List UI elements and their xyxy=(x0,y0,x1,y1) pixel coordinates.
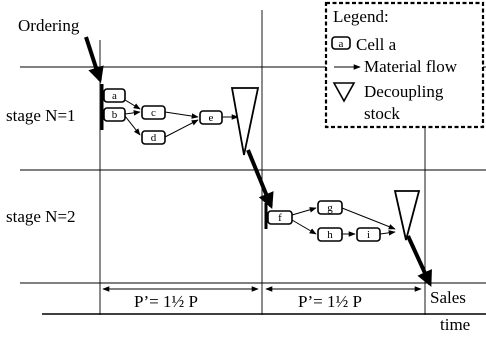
cell-h: h xyxy=(317,227,343,242)
ordering-flow-arrow xyxy=(84,36,104,84)
svg-text:c: c xyxy=(151,107,156,119)
legend-title: Legend: xyxy=(333,7,389,26)
flow-b-d xyxy=(124,115,141,136)
sales-label: Sales xyxy=(430,288,466,307)
flow-c-e xyxy=(164,111,199,119)
legend-cell-symbol: a xyxy=(339,38,344,50)
stage1-label: stage N=1 xyxy=(6,106,76,125)
svg-text:a: a xyxy=(112,90,117,102)
flow-g-stock xyxy=(341,207,396,230)
decoupling-stock-2 xyxy=(393,190,421,241)
svg-text:g: g xyxy=(327,202,333,214)
ordering-label: Ordering xyxy=(18,16,80,35)
decoupling-stock-1 xyxy=(230,87,260,156)
stock2-to-sales-arrow xyxy=(406,235,432,287)
legend-stock-label-2: stock xyxy=(364,104,400,123)
flow-f-h xyxy=(291,219,317,235)
legend-cell-icon xyxy=(331,36,351,50)
legend-frame xyxy=(324,1,485,129)
legend-stock-label-1: Decoupling xyxy=(364,82,444,101)
stage2-label: stage N=2 xyxy=(6,207,76,226)
svg-text:h: h xyxy=(327,229,333,241)
period1-label: P’= 1½ P xyxy=(134,292,198,311)
cell-a: a xyxy=(103,88,126,103)
cell-i: i xyxy=(356,227,381,242)
legend-flow-label: Material flow xyxy=(364,57,458,76)
svg-text:d: d xyxy=(151,132,157,144)
cell-f: f xyxy=(267,210,293,225)
cell-g: g xyxy=(317,200,343,215)
stock1-to-stage2-arrow xyxy=(246,149,274,209)
cell-c: c xyxy=(141,105,166,120)
flow-b-c xyxy=(124,110,141,116)
svg-text:i: i xyxy=(367,229,370,241)
flow-i-stock xyxy=(379,230,396,236)
cell-d: d xyxy=(141,130,166,145)
legend: Legend: a Cell a Material flow Decouplin… xyxy=(324,1,485,129)
legend-cell-label: Cell a xyxy=(356,35,397,54)
flow-a-c xyxy=(124,99,141,110)
svg-text:e: e xyxy=(209,112,214,124)
flow-f-g xyxy=(291,207,317,216)
period2-label: P’= 1½ P xyxy=(298,292,362,311)
svg-text:b: b xyxy=(112,109,118,121)
flow-d-e xyxy=(164,119,199,138)
time-label: time xyxy=(440,315,470,334)
cell-b: b xyxy=(103,107,126,122)
legend-stock-icon xyxy=(332,82,356,103)
cell-e: e xyxy=(199,110,223,125)
svg-text:f: f xyxy=(278,212,282,224)
